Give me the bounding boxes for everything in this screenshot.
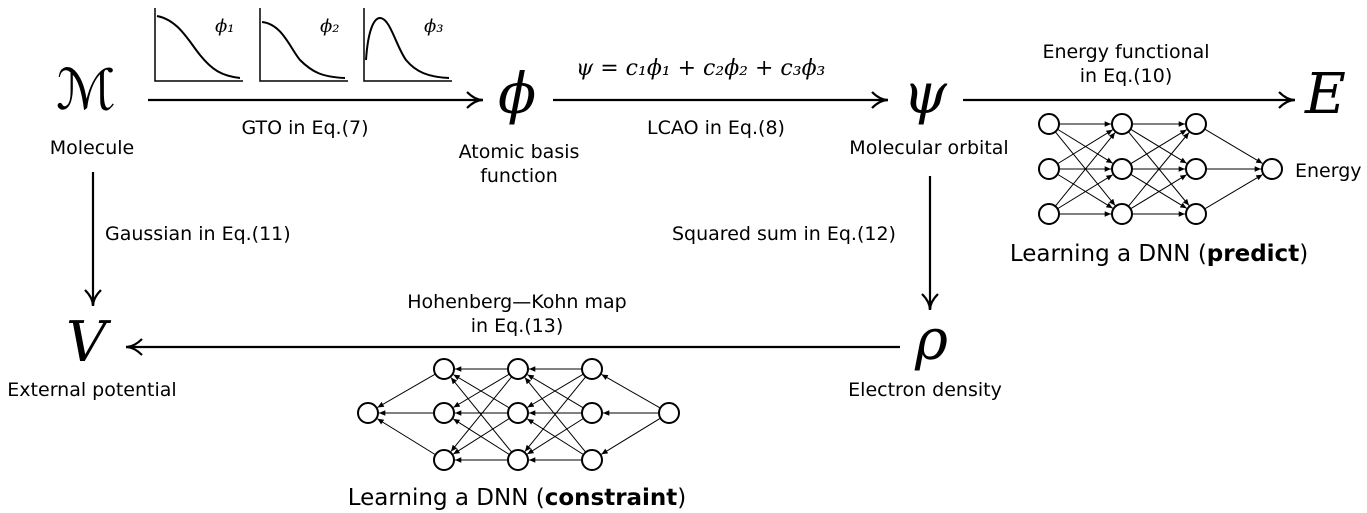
orbital-symbol: ψ xyxy=(903,62,947,127)
dnn-predict-neuron xyxy=(1185,113,1207,135)
squared-sum-label: Squared sum in Eq.(12) xyxy=(672,223,896,245)
dnn-constraint-edge xyxy=(450,377,513,453)
dnn-predict-neuron xyxy=(1111,203,1133,225)
dnn-predict-caption-suffix: ) xyxy=(1299,241,1309,267)
lcao-equation: ψ = c₁ϕ₁ + c₂ϕ₂ + c₃ϕ₃ xyxy=(576,56,826,81)
dnn-constraint-network xyxy=(357,358,680,471)
dnn-predict-neuron xyxy=(1038,113,1060,135)
basis-plot-phi3 xyxy=(363,8,452,82)
dnn-constraint-neuron xyxy=(507,358,529,380)
dnn-predict-neuron xyxy=(1261,158,1283,180)
dnn-predict-edge xyxy=(1204,174,1263,210)
dnn-predict-edge xyxy=(1127,132,1190,207)
dnn-predict-neuron xyxy=(1038,158,1060,180)
basis-plot-phi3-label: ϕ₃ xyxy=(424,16,444,37)
dnn-predict-neuron xyxy=(1038,203,1060,225)
dnn-predict-neuron xyxy=(1111,158,1133,180)
dnn-constraint-neuron xyxy=(507,449,529,471)
potential-symbol: V xyxy=(66,310,107,375)
dnn-constraint-edge xyxy=(453,374,510,409)
dnn-predict-caption: Learning a DNN (predict) xyxy=(1010,240,1308,268)
dnn-predict-edge xyxy=(1057,129,1113,165)
hk-map-label-line2: in Eq.(13) xyxy=(470,315,564,337)
dnn-constraint-neuron xyxy=(357,402,379,424)
dnn-predict-neuron xyxy=(1111,113,1133,135)
dnn-constraint-caption-bold: constraint xyxy=(544,485,678,511)
dnn-constraint-edge xyxy=(524,377,587,453)
dnn-constraint-edge xyxy=(601,417,661,455)
molecule-symbol: ℳ xyxy=(56,58,116,123)
gaussian-label: Gaussian in Eq.(11) xyxy=(105,223,291,245)
dnn-constraint-caption-prefix: Learning a DNN ( xyxy=(347,485,545,511)
dnn-constraint-caption: Learning a DNN (constraint) xyxy=(348,484,687,512)
dnn-predict-edge xyxy=(1054,132,1116,207)
dnn-constraint-neuron xyxy=(433,402,455,424)
dnn-constraint-neuron xyxy=(507,402,529,424)
potential-label: External potential xyxy=(7,379,177,401)
dnn-predict-edge xyxy=(1057,174,1113,210)
dnn-constraint-edge xyxy=(527,374,584,409)
basis-label-line1: Atomic basis xyxy=(458,141,580,163)
basis-label-line2: function xyxy=(480,165,558,187)
dnn-constraint-neuron xyxy=(581,358,603,380)
dnn-constraint-neuron xyxy=(581,402,603,424)
molecule-label: Molecule xyxy=(49,137,135,159)
dnn-constraint-neuron xyxy=(658,402,680,424)
dnn-predict-edge xyxy=(1130,174,1187,210)
dnn-constraint-neuron xyxy=(433,449,455,471)
hk-map-label-line1: Hohenberg—Kohn map xyxy=(407,291,627,313)
dnn-predict-network xyxy=(1038,113,1283,225)
dnn-constraint-edge xyxy=(527,418,584,456)
basis-plot-phi1-label: ϕ₁ xyxy=(215,16,235,37)
dnn-constraint-edge xyxy=(377,373,436,408)
dnn-predict-caption-prefix: Learning a DNN ( xyxy=(1009,241,1207,267)
dnn-predict-caption-bold: predict xyxy=(1206,241,1300,267)
dnn-predict-neuron xyxy=(1185,158,1207,180)
density-label: Electron density xyxy=(848,379,1002,401)
dnn-constraint-neuron xyxy=(581,449,603,471)
energy-functional-label-line2: in Eq.(10) xyxy=(1079,65,1173,87)
basis-plot-phi1 xyxy=(154,8,243,82)
basis-plot-phi2-label: ϕ₂ xyxy=(320,16,340,37)
dnn-constraint-edge xyxy=(453,418,510,456)
dnn-constraint-caption-suffix: ) xyxy=(677,485,687,511)
dnn-energy-output-label: Energy xyxy=(1295,160,1362,182)
energy-functional-label-line1: Energy functional xyxy=(1042,41,1210,63)
dnn-predict-edge xyxy=(1204,128,1263,164)
dnn-predict-neuron xyxy=(1185,203,1207,225)
orbital-label: Molecular orbital xyxy=(849,137,1009,159)
energy-symbol: E xyxy=(1305,62,1346,127)
density-symbol: ρ xyxy=(915,308,948,373)
basis-symbol: ϕ xyxy=(498,62,537,127)
lcao-label: LCAO in Eq.(8) xyxy=(647,117,785,139)
dnn-constraint-neuron xyxy=(433,358,455,380)
dnn-predict-edge xyxy=(1130,129,1187,165)
dnn-constraint-edge xyxy=(601,374,661,409)
gto-label: GTO in Eq.(7) xyxy=(241,117,369,139)
dnn-constraint-edge xyxy=(377,418,436,456)
basis-plot-phi2 xyxy=(259,8,348,82)
